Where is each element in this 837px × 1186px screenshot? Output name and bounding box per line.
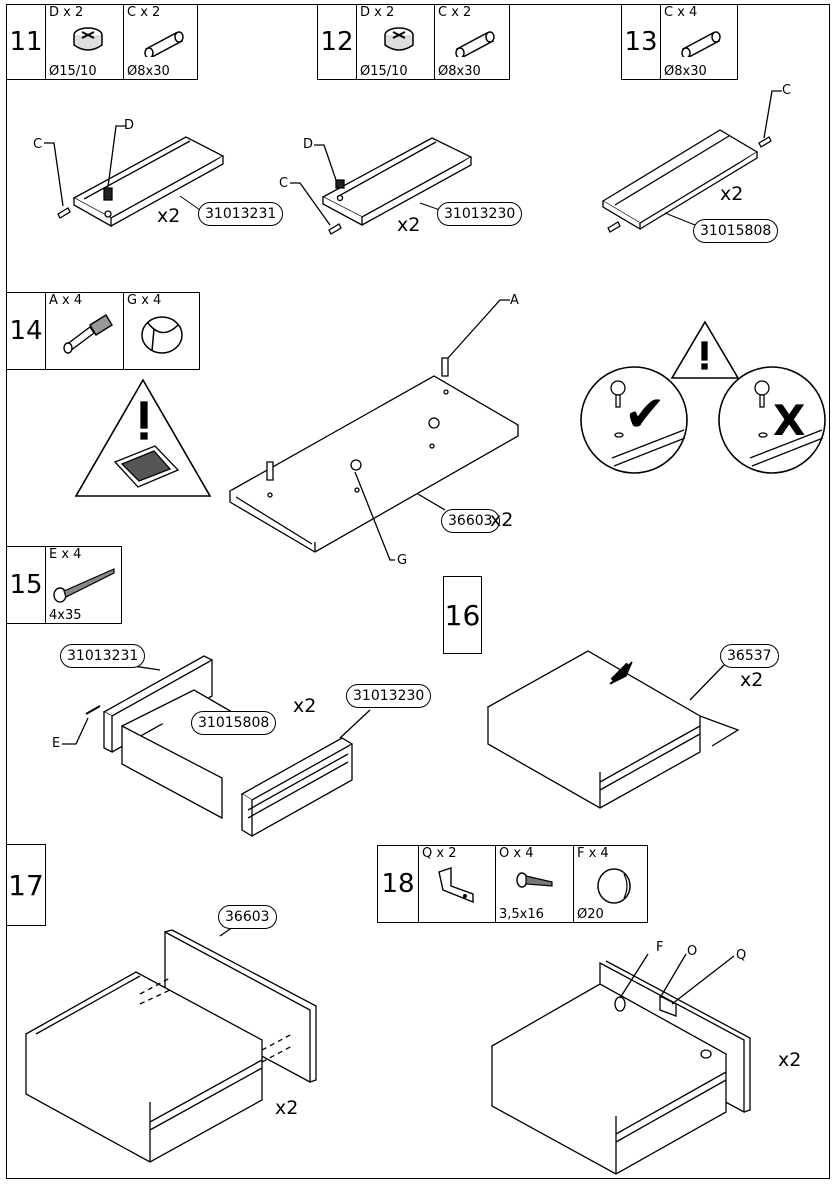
part-code-pill: 31015808: [693, 219, 779, 243]
part-dim: Ø8x30: [664, 64, 707, 79]
warning-mark: ✔: [624, 385, 666, 443]
cam-lock-icon: [73, 27, 103, 51]
label-e: E: [52, 736, 61, 751]
part-d: D x 2 Ø15/10: [45, 5, 123, 79]
small-screw-icon: [516, 872, 553, 888]
multiplier: x2: [397, 214, 421, 236]
multiplier: x2: [293, 695, 317, 717]
step-14-parts-box: 14 A x 4 G x 4: [6, 292, 200, 370]
part-q: Q x 2: [418, 846, 495, 922]
dowel-icon: [681, 31, 721, 57]
bracket-icon: [438, 867, 474, 904]
part-o: O x 4 3,5x16: [495, 846, 573, 922]
part-qty: C x 4: [664, 5, 698, 20]
dowel-icon: [144, 31, 184, 57]
part-dim: Ø15/10: [360, 64, 408, 79]
multiplier: x2: [157, 205, 181, 227]
part-qty: D x 2: [360, 5, 395, 20]
cam-lock-icon: [384, 27, 414, 51]
part-dim: 4x35: [49, 608, 82, 623]
part-dim: Ø8x30: [438, 64, 481, 79]
part-c: C x 4 Ø8x30: [660, 5, 739, 79]
part-g: G x 4: [123, 293, 201, 369]
part-c: C x 2 Ø8x30: [434, 5, 511, 79]
part-qty: G x 4: [127, 293, 162, 308]
label-g: G: [397, 553, 408, 568]
wrong-mark: X: [773, 396, 806, 445]
part-qty: E x 4: [49, 547, 82, 562]
label-a: A: [510, 293, 519, 308]
label-d: D: [124, 118, 135, 133]
part-code-pill: 31013230: [346, 684, 432, 708]
part-code-pill: 31013231: [198, 202, 284, 226]
multiplier: x2: [490, 509, 514, 531]
label-c: C: [782, 83, 792, 98]
part-d: D x 2 Ø15/10: [356, 5, 434, 79]
step-number: 12: [318, 5, 357, 79]
screw-icon: [53, 568, 115, 603]
cam-bolt-icon: [63, 314, 113, 354]
step-13-parts-box: 13 C x 4 Ø8x30: [621, 4, 738, 80]
part-code-pill: 31015808: [191, 711, 277, 735]
multiplier: x2: [778, 1049, 802, 1071]
multiplier: x2: [740, 669, 764, 691]
step-number: 15: [7, 547, 46, 623]
part-qty: O x 4: [499, 846, 534, 861]
part-qty: Q x 2: [422, 846, 457, 861]
part-dim: 3,5x16: [499, 907, 544, 922]
part-qty: D x 2: [49, 5, 84, 20]
part-f: F x 4 Ø20: [573, 846, 649, 922]
label-q: Q: [736, 948, 747, 963]
multiplier: x2: [720, 183, 744, 205]
part-dim: Ø8x30: [127, 64, 170, 79]
dowel-icon: [455, 31, 495, 57]
cover-cap-icon: [597, 868, 631, 904]
label-d: D: [303, 137, 314, 152]
part-c: C x 2 Ø8x30: [123, 5, 199, 79]
part-e: E x 4 4x35: [45, 547, 123, 623]
multiplier: x2: [275, 1097, 299, 1119]
step-15-parts-box: 15 E x 4 4x35: [6, 546, 122, 624]
step-11-parts-box: 11 D x 2 Ø15/10 C x 2 Ø8x30: [6, 4, 198, 80]
label-c: C: [279, 176, 289, 191]
part-qty: C x 2: [127, 5, 161, 20]
part-dim: Ø15/10: [49, 64, 97, 79]
part-code-pill: 36603: [441, 509, 500, 533]
part-dim: Ø20: [577, 907, 604, 922]
part-qty: F x 4: [577, 846, 609, 861]
step-18-parts-box: 18 Q x 2 O x 4 3,5x16 F x 4 Ø20: [377, 845, 648, 923]
step-17-number-box: 17: [6, 844, 46, 926]
label-c: C: [33, 137, 43, 152]
cam-cap-icon: [141, 316, 183, 354]
part-qty: C x 2: [438, 5, 472, 20]
part-qty: A x 4: [49, 293, 83, 308]
label-f: F: [656, 940, 664, 955]
label-o: O: [687, 944, 698, 959]
part-a: A x 4: [45, 293, 123, 369]
step-16-number-box: 16: [443, 576, 482, 654]
step-12-parts-box: 12 D x 2 Ø15/10 C x 2 Ø8x30: [317, 4, 510, 80]
part-code-pill: 36537: [720, 644, 779, 668]
part-code-pill: 31013231: [60, 644, 146, 668]
part-code-pill: 31013230: [437, 202, 523, 226]
part-code-pill: 36603: [218, 905, 277, 929]
